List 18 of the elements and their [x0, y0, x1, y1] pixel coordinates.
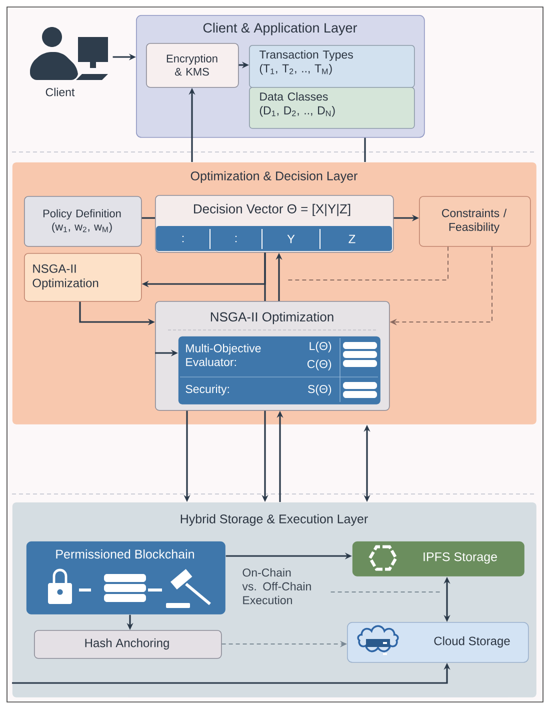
annotation-text: On-Chain vs. Off-Chain Execution [242, 568, 311, 604]
connector-line [264, 252, 266, 301]
decision-vector-box: Decision Vector Θ = [X|Y|Z] : : Y Z [155, 195, 394, 253]
process-box: Policy Definition (w$_{1}$, w$_{2}$, w$_{M}$) [24, 196, 142, 247]
info-panel: Transaction Types (T$_{1}$, T$_{2}$, .., T$_{M}$) [249, 45, 415, 88]
info-panel: Data Classes (D$_{1}$, D$_{2}$, .., D$_{N}$) [249, 87, 415, 129]
client-label: Client [46, 88, 75, 96]
connector-line [286, 246, 448, 280]
evaluator-panel: Multi-Objective Evaluator: L(Θ) C(Θ) Security: S(Θ) [178, 336, 380, 404]
storage-box: Cloud Storage [347, 622, 529, 663]
process-box: Encryption & KMS [146, 43, 239, 88]
blockchain-box: Permissioned Blockchain [26, 541, 226, 614]
process-box: Hash Anchoring [34, 630, 222, 659]
connector-line [364, 138, 366, 162]
storage-box: IPFS Storage [352, 541, 524, 576]
process-box: Constraints / Feasibility [419, 196, 531, 247]
process-box: NSGA-II Optimization [24, 253, 142, 302]
connector-line [142, 217, 155, 219]
